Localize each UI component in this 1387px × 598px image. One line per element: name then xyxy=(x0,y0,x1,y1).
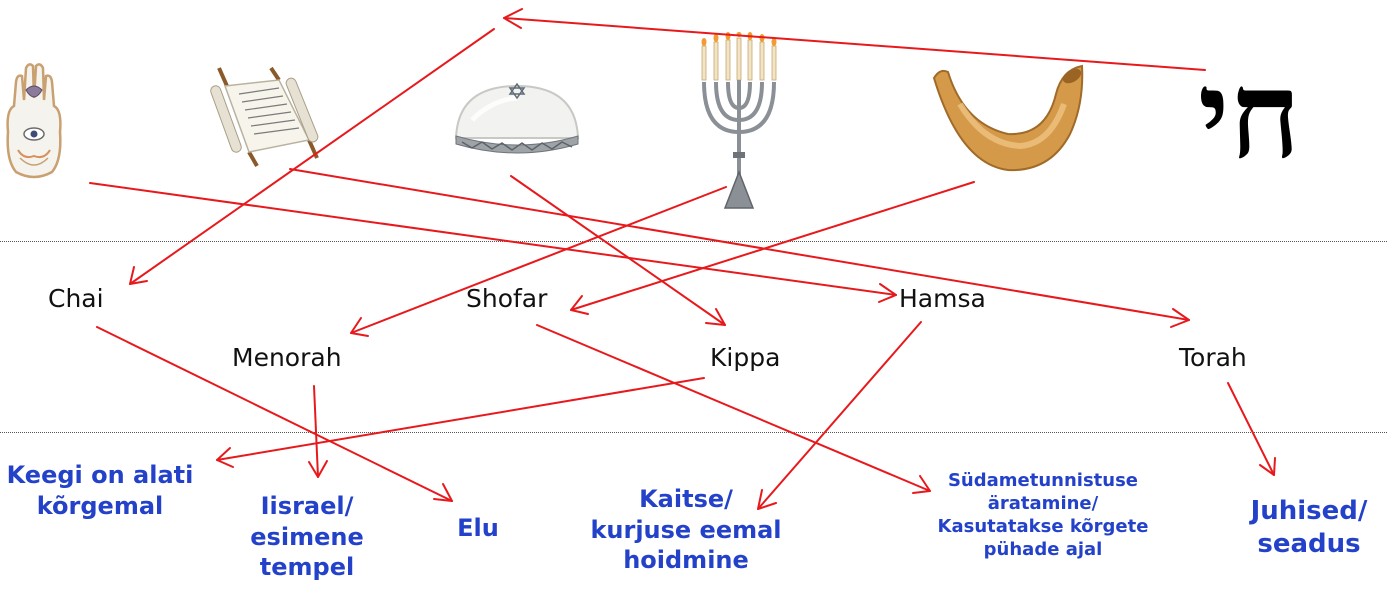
meaning-kaitse: Kaitse/ kurjuse eemal hoidmine xyxy=(590,485,782,575)
arrow-to-term-chai xyxy=(129,28,495,285)
top-divider xyxy=(0,241,1387,242)
torah-scroll-icon xyxy=(205,64,327,172)
kippa-icon xyxy=(452,80,582,164)
arrow-to-term-menorah xyxy=(350,186,727,334)
hamsa-icon xyxy=(2,60,66,192)
arrow-to-meaning-keegi xyxy=(216,377,705,461)
menorah-icon xyxy=(695,32,783,216)
chai-symbol-icon: חי xyxy=(1198,45,1301,186)
meaning-sudame: Südametunnistuse äratamine/ Kasutatakse … xyxy=(937,470,1149,561)
arrow-chai-picture-top xyxy=(503,17,1206,71)
arrow-to-meaning-iisrael xyxy=(313,385,319,478)
bottom-divider xyxy=(0,432,1387,433)
meaning-elu: Elu xyxy=(457,514,499,542)
arrow-to-term-shofar xyxy=(570,181,975,311)
shofar-icon xyxy=(930,64,1086,178)
term-kippa: Kippa xyxy=(710,343,781,372)
arrow-to-meaning-sudame xyxy=(536,324,931,492)
meaning-keegi: Keegi on alati kõrgemal xyxy=(6,461,194,520)
term-torah: Torah xyxy=(1179,343,1247,372)
arrow-to-term-kippa xyxy=(510,175,726,326)
arrow-to-meaning-kaitse xyxy=(757,321,922,510)
term-shofar: Shofar xyxy=(466,284,548,313)
meaning-juhised: Juhised/ seadus xyxy=(1250,496,1368,560)
meaning-iisrael: Iisrael/ esimene tempel xyxy=(250,492,364,582)
term-chai: Chai xyxy=(48,284,104,313)
term-hamsa: Hamsa xyxy=(899,284,986,313)
term-menorah: Menorah xyxy=(232,343,342,372)
arrow-to-term-torah xyxy=(289,168,1190,321)
arrow-to-meaning-elu xyxy=(96,326,453,502)
arrow-to-meaning-juhised xyxy=(1227,382,1275,476)
arrow-to-term-hamsa xyxy=(89,182,897,296)
